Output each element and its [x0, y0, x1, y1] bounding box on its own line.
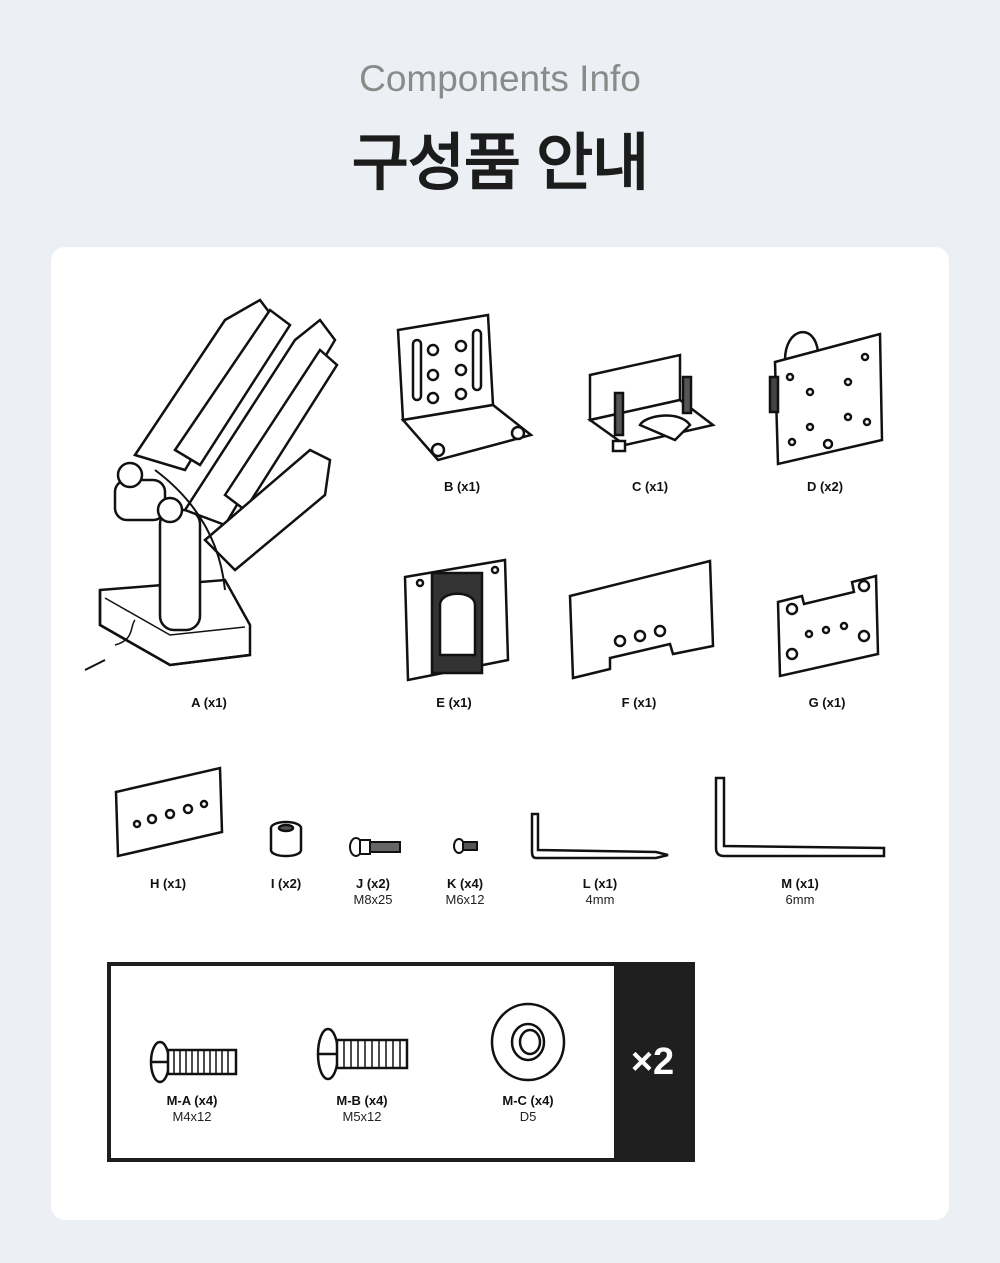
- component-f-illustration: [568, 559, 715, 680]
- component-e-illustration: [403, 558, 510, 682]
- component-k-spec: M6x12: [445, 892, 485, 907]
- component-m-c-illustration: [490, 1002, 566, 1082]
- component-k-illustration: [453, 838, 478, 854]
- component-i-illustration: [269, 820, 303, 858]
- component-m-label: M (x1): [781, 876, 819, 891]
- component-c-illustration: [586, 353, 716, 453]
- component-m-c-label: M-C (x4): [502, 1093, 554, 1108]
- component-j-illustration: [349, 837, 401, 857]
- component-f-label: F (x1): [621, 695, 657, 710]
- component-m-b-spec: M5x12: [342, 1109, 382, 1124]
- component-k-label: K (x4): [446, 876, 484, 891]
- component-b-illustration: [396, 313, 534, 462]
- component-j-label: J (x2): [356, 876, 390, 891]
- component-b-label: B (x1): [443, 479, 481, 494]
- monitor-kit-box: ×2: [107, 962, 695, 1162]
- component-m-b-label: M-B (x4): [336, 1093, 388, 1108]
- component-e-label: E (x1): [436, 695, 472, 710]
- component-l-label: L (x1): [582, 876, 618, 891]
- section-title: 구성품 안내: [351, 129, 649, 198]
- component-l-spec: 4mm: [585, 892, 615, 907]
- component-d-label: D (x2): [806, 479, 844, 494]
- component-a-label: A (x1): [191, 695, 227, 710]
- component-g-illustration: [776, 574, 880, 678]
- component-m-a-illustration: [149, 1040, 238, 1084]
- component-c-label: C (x1): [631, 479, 669, 494]
- component-i-label: I (x2): [270, 876, 302, 891]
- component-a-illustration: [84, 298, 339, 671]
- component-d-illustration: [768, 331, 884, 466]
- component-h-illustration: [114, 766, 224, 858]
- component-m-a-label: M-A (x4): [166, 1093, 218, 1108]
- component-j-spec: M8x25: [353, 892, 393, 907]
- component-m-a-spec: M4x12: [172, 1109, 212, 1124]
- component-l-illustration: [530, 812, 669, 860]
- component-m-spec: 6mm: [785, 892, 815, 907]
- component-m-illustration: [714, 776, 886, 858]
- monitor-kit-multiplier: ×2: [614, 966, 691, 1158]
- component-g-label: G (x1): [808, 695, 846, 710]
- component-m-c-spec: D5: [519, 1109, 537, 1124]
- component-m-b-illustration: [316, 1027, 409, 1081]
- component-h-label: H (x1): [149, 876, 187, 891]
- section-subtitle: Components Info: [359, 58, 641, 99]
